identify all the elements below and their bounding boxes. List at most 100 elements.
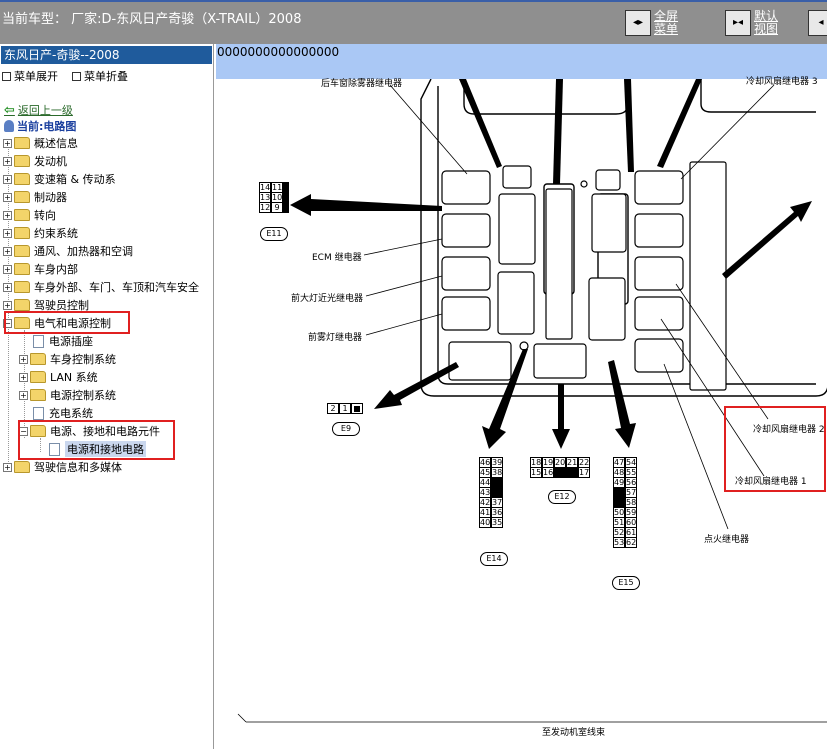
highlight-power-ground	[18, 420, 175, 460]
expand-toggle-icon: +	[3, 228, 12, 238]
collapse-icon	[72, 71, 81, 81]
folder-icon	[14, 245, 30, 257]
tree-item-overview[interactable]: + 概述信息	[3, 134, 78, 152]
default-view-label-1: 默认	[754, 9, 779, 23]
highlight-cooling-fan	[724, 406, 826, 492]
tree-item-restraint[interactable]: +约束系统	[3, 224, 78, 242]
expand-toggle-icon: +	[3, 210, 12, 220]
extra-button[interactable]: ◂	[808, 10, 827, 36]
folder-icon	[14, 137, 30, 149]
default-view-label-2: 视图	[754, 22, 779, 36]
folder-icon	[14, 461, 30, 473]
tree-item-charging[interactable]: 充电系统	[33, 404, 93, 422]
default-view-button[interactable]: ▸◂ 默认视图	[725, 10, 782, 36]
diagram-header: 0000000000000000	[216, 44, 827, 79]
menu-collapse-button[interactable]: 菜单折叠	[72, 68, 128, 84]
folder-icon	[14, 173, 30, 185]
tree-label: 电源插座	[49, 335, 93, 348]
tree-label: 概述信息	[34, 137, 78, 150]
cooling-fan-2-label: 冷却风扇继电器 2	[753, 425, 825, 435]
tree-label: 电源控制系统	[50, 389, 116, 402]
tree-label: 变速箱 & 传动系	[34, 173, 116, 186]
expand-toggle-icon: +	[3, 264, 12, 274]
tree-item-engine[interactable]: + 发动机	[3, 152, 67, 170]
menu-expand-button[interactable]: 菜单展开	[2, 68, 58, 84]
tree-label: 电气和电源控制	[34, 317, 111, 330]
ignition-relay-label: 点火继电器	[704, 535, 750, 545]
current-label: 当前:电路图	[17, 120, 77, 133]
connector-e9-tag: E9	[332, 422, 360, 436]
cooling-fan-1-label: 冷却风扇继电器 1	[735, 477, 807, 487]
tree-label: 车身控制系统	[50, 353, 116, 366]
tree-label-selected: 电源和接地电路	[65, 441, 146, 457]
folder-icon	[14, 209, 30, 221]
tree-item-steering[interactable]: + 转向	[3, 206, 56, 224]
folder-icon	[14, 227, 30, 239]
tree-item-power-outlet[interactable]: 电源插座	[33, 332, 93, 350]
tree-label: 充电系统	[49, 407, 93, 420]
default-view-icon: ▸◂	[725, 10, 751, 36]
current-location: 当前:电路图	[4, 118, 76, 134]
headlamp-relay-label: 前大灯近光继电器	[291, 294, 364, 304]
folder-icon	[14, 155, 30, 167]
connector-e12-tag: E12	[548, 490, 576, 504]
tree-item-electrical[interactable]: − 电气和电源控制	[3, 314, 111, 332]
folder-icon	[30, 389, 46, 401]
tree-item-infotainment[interactable]: +驾驶信息和多媒体	[3, 458, 122, 476]
tree-item-power-ground-circuit[interactable]: 电源和接地电路	[49, 440, 146, 458]
ecm-relay-label: ECM 继电器	[312, 253, 362, 263]
expand-toggle-icon: +	[19, 372, 28, 382]
expand-toggle-icon: +	[3, 192, 12, 202]
tree-item-exterior[interactable]: + 车身外部、车门、车顶和汽车安全	[3, 278, 199, 296]
tree-item-brakes[interactable]: + 制动器	[3, 188, 67, 206]
tree-item-lan[interactable]: +LAN 系统	[19, 368, 98, 386]
menu-expand-label: 菜单展开	[14, 70, 58, 83]
expand-toggle-icon: +	[3, 174, 12, 184]
expand-toggle-icon: +	[19, 390, 28, 400]
fullscreen-label-1: 全屏	[654, 9, 679, 23]
expand-icon	[2, 71, 11, 81]
tree-label: 通风、加热器和空调	[34, 245, 133, 258]
fullscreen-menu-button[interactable]: ◂▸ 全屏菜单	[625, 10, 682, 36]
menu-collapse-label: 菜单折叠	[84, 70, 128, 83]
collapse-toggle-icon: −	[3, 318, 12, 328]
folder-icon	[14, 299, 30, 311]
connector-e11-tag: E11	[260, 227, 288, 241]
tree-item-power-control[interactable]: + 电源控制系统	[19, 386, 116, 404]
tree-label: 电源、接地和电路元件	[50, 425, 160, 438]
tree-item-body-control[interactable]: + 车身控制系统	[19, 350, 116, 368]
tree-label: 车身外部、车门、车顶和汽车安全	[34, 281, 199, 294]
connector-e15-tag: E15	[612, 576, 640, 590]
tree-item-transmission[interactable]: + 变速箱 & 传动系	[3, 170, 116, 188]
expand-toggle-icon: +	[3, 156, 12, 166]
tree-label: 车身内部	[34, 263, 78, 276]
folder-icon	[14, 263, 30, 275]
tree-item-power-ground[interactable]: −电源、接地和电路元件	[19, 422, 160, 440]
tree-item-interior[interactable]: + 车身内部	[3, 260, 78, 278]
connector-e14-tag: E14	[480, 552, 508, 566]
expand-toggle-icon: +	[3, 282, 12, 292]
expand-toggle-icon: +	[19, 354, 28, 364]
folder-open-icon	[30, 425, 46, 437]
tree-label: 转向	[34, 209, 56, 222]
folder-icon	[14, 281, 30, 293]
tree-item-hvac[interactable]: +通风、加热器和空调	[3, 242, 133, 260]
fuse-box-diagram	[237, 78, 827, 723]
harness-label: 至发动机室线束	[542, 728, 606, 738]
tree-item-driver-controls[interactable]: +驾驶员控制	[3, 296, 89, 314]
back-arrow-icon: ⇦	[4, 102, 15, 118]
sidebar-title: 东风日产-奇骏--2008	[1, 46, 212, 64]
top-bar: 当前车型： 厂家:D-东风日产奇骏（X-TRAIL）2008 ◂▸ 全屏菜单 ▸…	[0, 0, 827, 44]
fullscreen-label-2: 菜单	[654, 22, 679, 36]
expand-toggle-icon: +	[3, 300, 12, 310]
expand-toggle-icon: +	[3, 138, 12, 148]
tree-label: 制动器	[34, 191, 67, 204]
document-icon	[33, 334, 44, 348]
highlight-electrical	[4, 311, 130, 334]
back-link[interactable]: ⇦返回上一级	[4, 102, 73, 118]
tree-label: 发动机	[34, 155, 67, 168]
vehicle-title: 当前车型： 厂家:D-东风日产奇骏（X-TRAIL）2008	[2, 12, 302, 27]
folder-icon	[30, 353, 46, 365]
